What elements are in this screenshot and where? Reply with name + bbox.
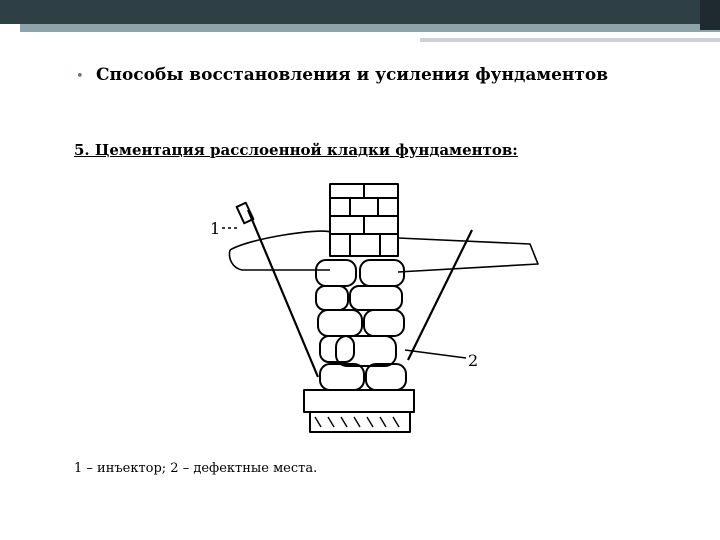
foundation-base <box>303 389 415 433</box>
header-accent-bar <box>20 24 720 32</box>
stone-foundation <box>315 259 407 391</box>
slide-title: Способы восстановления и усиления фундам… <box>96 65 609 85</box>
defect-leader-line <box>404 349 467 359</box>
diagram-caption: 1 – инъектор; 2 – дефектные места. <box>74 461 318 476</box>
brick-wall <box>329 183 399 257</box>
foundation-diagram: 1 2 <box>170 172 550 442</box>
injector-left <box>235 201 320 378</box>
ground-line <box>228 230 539 273</box>
bullet-icon: • <box>76 69 84 84</box>
slide-subtitle: 5. Цементация расслоенной кладки фундаме… <box>74 141 518 159</box>
label-injector: 1 <box>210 219 220 238</box>
label-defect: 2 <box>468 351 478 370</box>
header-thin-line <box>420 38 720 42</box>
header-bar <box>0 0 720 24</box>
injector-right <box>407 229 473 361</box>
header-corner-block <box>700 0 720 30</box>
